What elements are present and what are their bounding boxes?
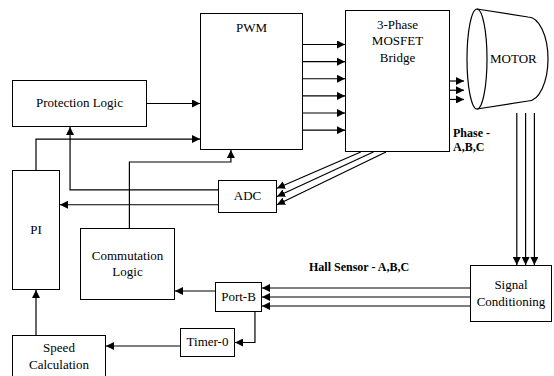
- signal-arrow: [303, 44, 345, 45]
- process-box: Speed Calculation: [12, 335, 106, 376]
- signal-arrow: [277, 152, 373, 197]
- signal-arrow: [147, 103, 200, 104]
- signal-arrow: [450, 80, 464, 81]
- signal-arrow: [303, 95, 345, 96]
- signal-arrow: [303, 130, 345, 131]
- signal-arrow: [262, 305, 470, 306]
- signal-arrow: [262, 287, 470, 288]
- signal-arrow: [450, 90, 464, 91]
- adc-box: ADC: [218, 180, 277, 213]
- block-label: PI: [30, 222, 42, 238]
- block-label: PWM: [236, 20, 267, 36]
- motor-face: [467, 9, 487, 109]
- timer-box: Timer-0: [180, 328, 235, 357]
- signal-arrow: [129, 150, 231, 228]
- block-label: 3-Phase MOSFET Bridge: [362, 17, 434, 66]
- mosfet-bridge: 3-Phase MOSFET Bridge: [345, 10, 450, 152]
- signal-arrow: [277, 152, 386, 205]
- process-box: Commutation Logic: [80, 228, 175, 300]
- signal-name: Phase - A,B,C: [452, 126, 510, 155]
- block-label: Timer-0: [187, 334, 229, 350]
- signal-arrow: [525, 113, 526, 265]
- process-box: Signal Conditioning: [470, 265, 552, 322]
- block-label: Protection Logic: [36, 95, 123, 111]
- signal-arrow: [303, 112, 345, 113]
- block-label: Speed Calculation: [17, 340, 101, 373]
- block-label: Commutation Logic: [85, 248, 170, 281]
- controller-box: PI: [12, 170, 60, 290]
- signal-arrow: [262, 296, 470, 297]
- pwm-block: PWM: [200, 13, 303, 150]
- signal-arrow: [450, 99, 464, 100]
- signal-arrow: [303, 78, 345, 79]
- signal-arrow: [534, 113, 535, 265]
- block-label: Port-B: [221, 289, 256, 305]
- signal-arrow: [70, 127, 218, 190]
- block-label: ADC: [234, 188, 261, 204]
- signal-arrow: [35, 290, 36, 335]
- block-label: Signal Conditioning: [475, 277, 547, 310]
- motor-cylinder: MOTOR: [464, 5, 552, 113]
- block-label: MOTOR: [464, 51, 537, 67]
- port-box: Port-B: [215, 282, 262, 312]
- signal-arrow: [175, 290, 215, 291]
- signal-arrow: [516, 113, 517, 265]
- signal-arrow: [303, 61, 345, 62]
- signal-arrow: [235, 312, 255, 343]
- signal-name: Hall Sensor - A,B,C: [308, 260, 410, 274]
- signal-arrow: [106, 345, 180, 346]
- process-box: Protection Logic: [12, 80, 147, 127]
- signal-arrow: [60, 204, 218, 205]
- signal-arrow: [36, 139, 200, 170]
